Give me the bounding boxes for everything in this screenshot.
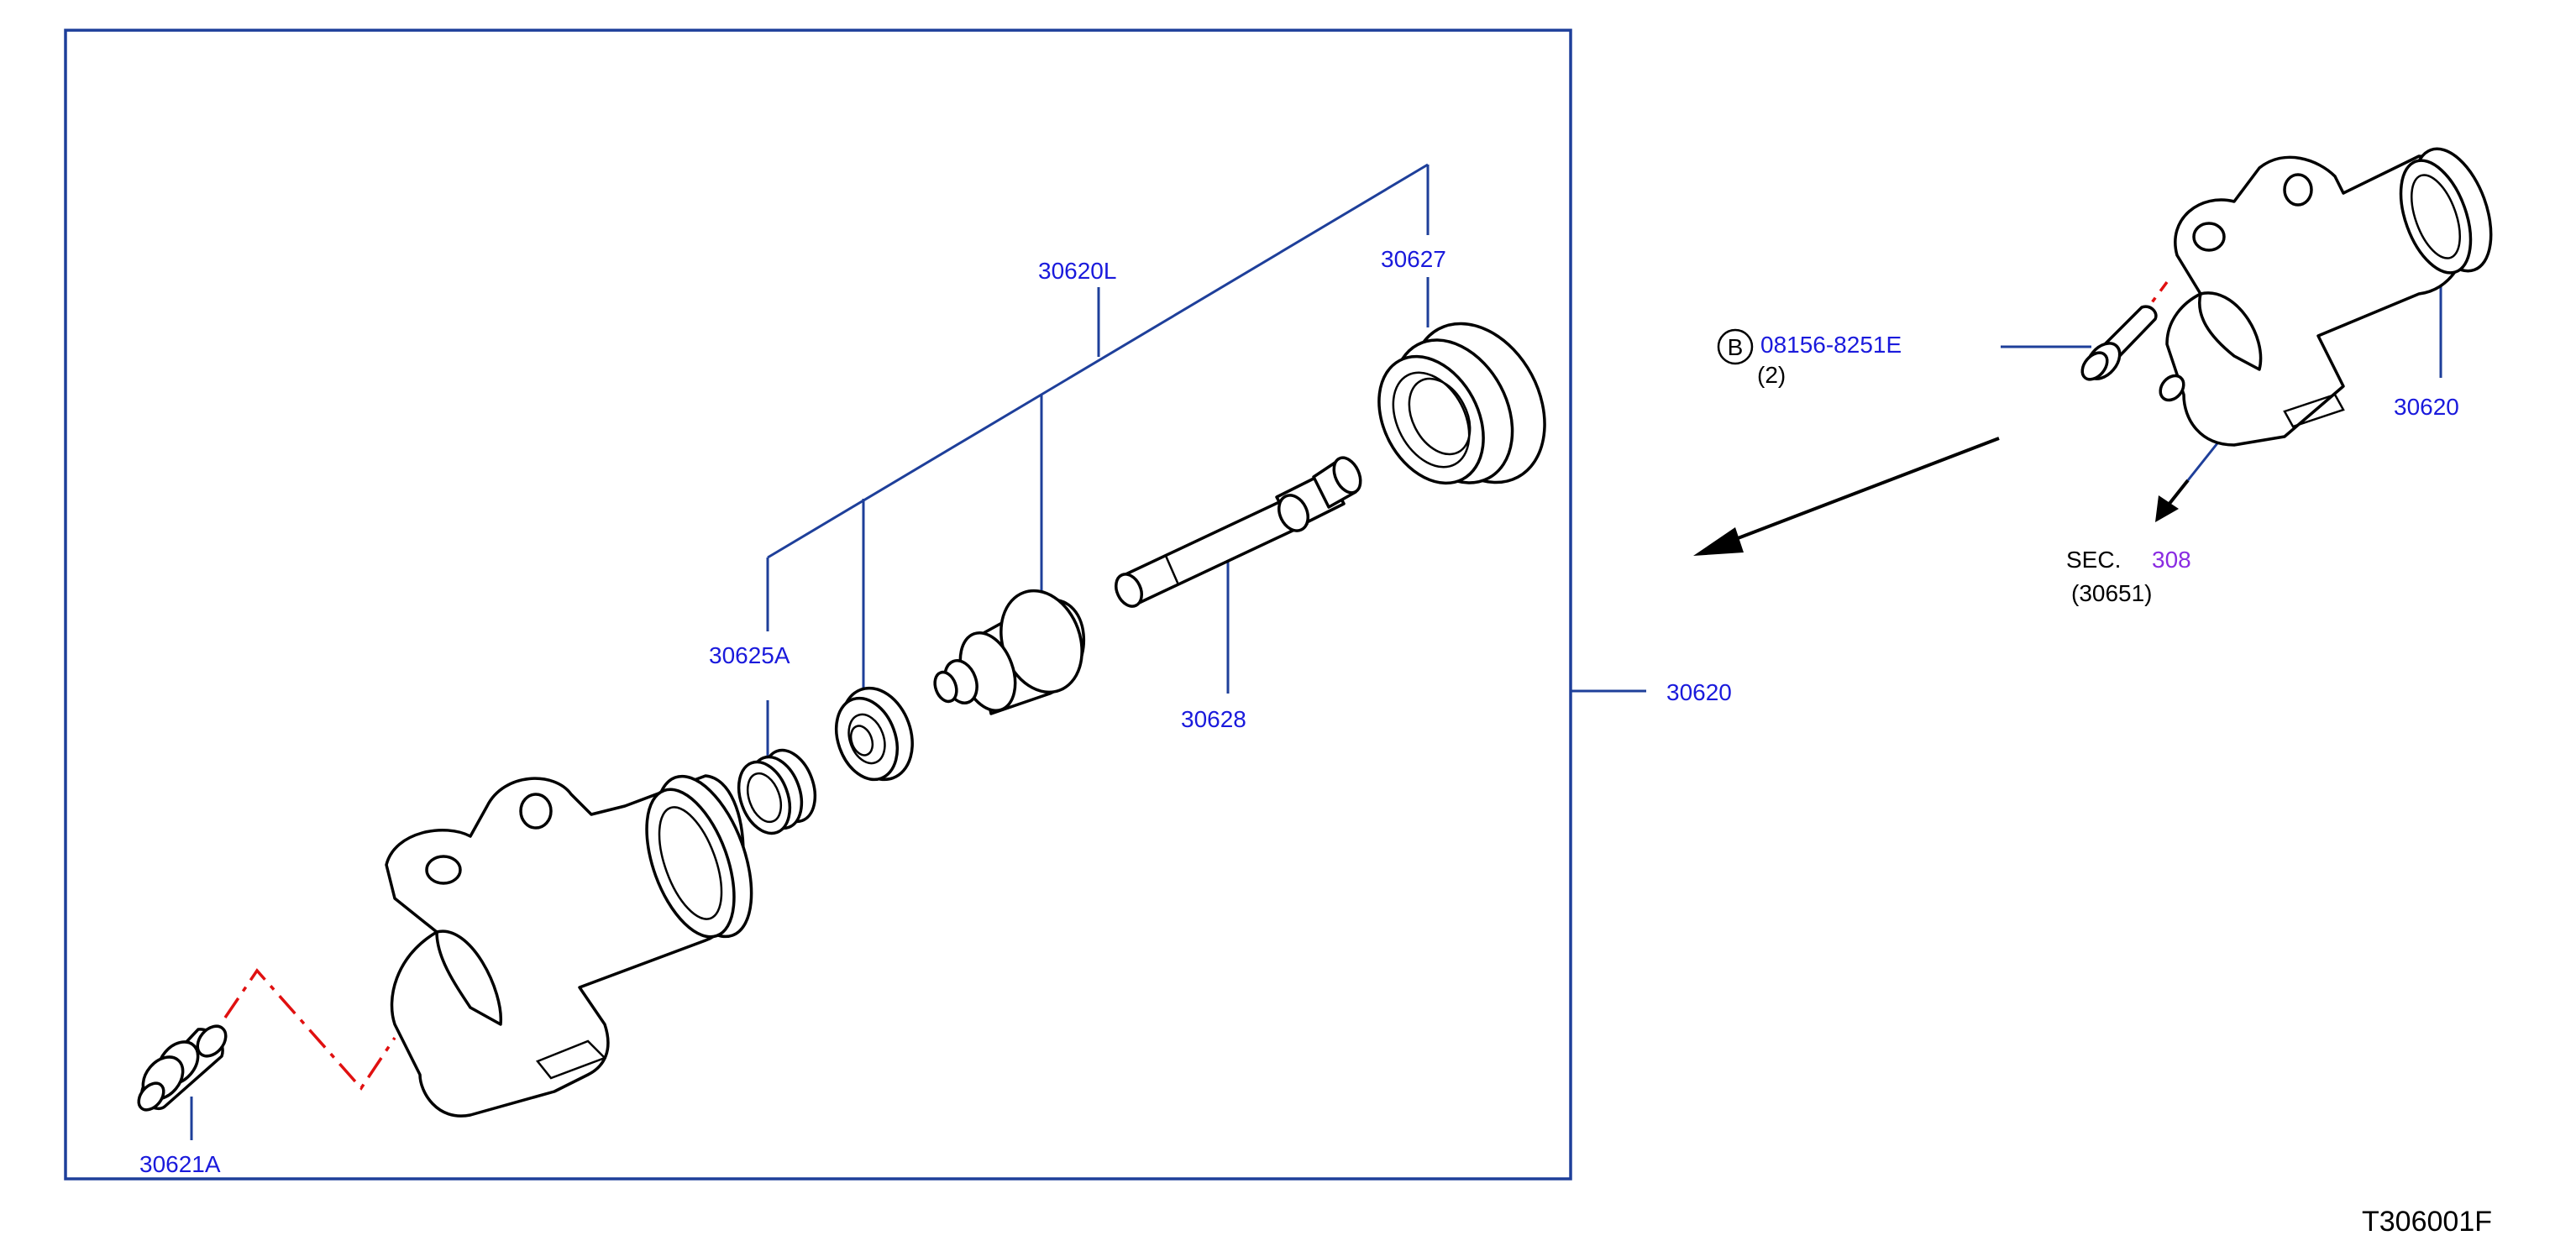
bleeder-stub [2159, 374, 2185, 402]
bolt [2080, 305, 2158, 381]
bolt-part-number: 08156-8251E [1760, 332, 1902, 358]
part-label-30620l: 30620L [1038, 258, 1116, 284]
part-label-30627: 30627 [1381, 246, 1446, 272]
section-reference: (30651) [2071, 580, 2153, 606]
part-label-30621a: 30621A [139, 1151, 221, 1177]
bleeder-hidden-path [223, 968, 396, 1091]
part-label-30620-assembly: 30620 [2394, 394, 2459, 420]
cylinder-body [385, 774, 753, 1118]
explode-arrow [1693, 437, 2000, 556]
exploded-view-frame [64, 29, 1572, 1181]
part-label-30625a: 30625A [709, 642, 790, 668]
piston-cup-30627 [1377, 322, 1546, 485]
section-arrow [2155, 479, 2190, 522]
bolt-callout-letter: B [1728, 334, 1744, 360]
spring-30625a [737, 748, 817, 835]
section-number: 308 [2152, 547, 2191, 573]
diagram-id: T306001F [2362, 1206, 2492, 1238]
push-rod-30628 [1115, 456, 1362, 608]
seal [835, 686, 914, 782]
part-label-30620-box: 30620 [1666, 679, 1732, 705]
piston [933, 589, 1085, 715]
leader-lines [190, 163, 2442, 1140]
bolt-quantity: (2) [1757, 362, 1786, 388]
assembled-cylinder [2165, 147, 2493, 447]
bolt-callout-circle [1717, 328, 1754, 365]
part-label-30628: 30628 [1181, 706, 1246, 732]
bleeder-screw-30621a [137, 1024, 228, 1112]
section-prefix: SEC. [2066, 547, 2121, 573]
